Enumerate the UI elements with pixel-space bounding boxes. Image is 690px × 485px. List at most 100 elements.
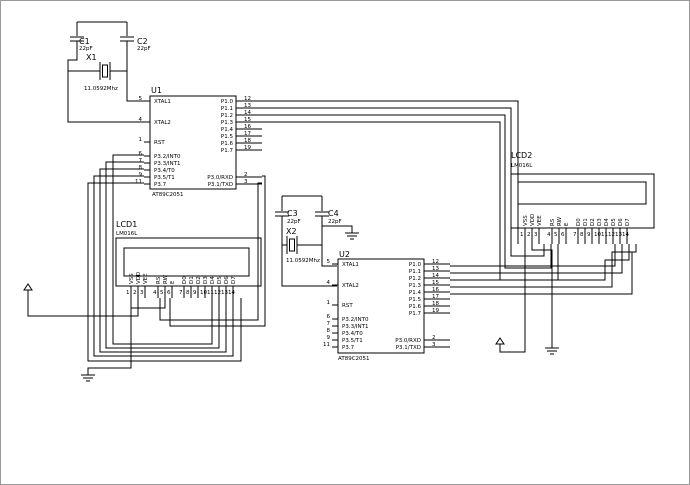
lcd1-pins-pin-num: 4 bbox=[153, 290, 157, 296]
u2-pin-label: XTAL1 bbox=[342, 262, 359, 268]
u1-pin-num: 4 bbox=[139, 117, 143, 123]
lcd2-body bbox=[510, 173, 655, 229]
crystal-circuit-2 bbox=[275, 195, 359, 287]
lcd1-part: LM016L bbox=[116, 231, 138, 237]
u2-pin-label: XTAL2 bbox=[342, 283, 359, 289]
u2-pin-num: 5 bbox=[327, 259, 331, 265]
lcd2-pins-pin-num: 12 bbox=[608, 232, 615, 238]
u2-part: AT89C2051 bbox=[338, 356, 370, 362]
lcd2-pins-pin-label: D3 bbox=[597, 218, 603, 226]
lcd2-pins-pin-num: 3 bbox=[534, 232, 538, 238]
lcd2-pins-pin-num: 1 bbox=[520, 232, 524, 238]
lcd2-pins: VSS1VDD2VEE3RS4RW5E6D07D18D29D310D411D51… bbox=[520, 214, 631, 244]
lcd1-pins-pin-num: 1 bbox=[126, 290, 130, 296]
lcd2-pins-pin-label: D0 bbox=[576, 218, 582, 226]
u1-pin-label: P3.5/T1 bbox=[154, 175, 175, 181]
u2-pin-label: RST bbox=[342, 303, 353, 309]
u2-pin-label: P3.2/INT0 bbox=[342, 317, 369, 323]
lcd1-pins-pin-label: D4 bbox=[210, 276, 216, 284]
u1-pin-num: 9 bbox=[139, 172, 143, 178]
lcd2-pins-pin-label: RW bbox=[557, 216, 563, 226]
lcd1-pins-pin-num: 8 bbox=[186, 290, 190, 296]
lcd1-pins-pin-label: D1 bbox=[189, 276, 195, 284]
u2-pin-num: 3 bbox=[432, 342, 436, 348]
u1-pin-label: P1.0 bbox=[221, 99, 234, 105]
lcd1-pins-pin-num: 5 bbox=[160, 290, 164, 296]
u1-pin-label: P1.3 bbox=[221, 120, 234, 126]
lcd2-part: LM016L bbox=[511, 163, 533, 169]
u1-pin-label: XTAL1 bbox=[154, 99, 171, 105]
u1-pin-label: P3.7 bbox=[154, 182, 167, 188]
lcd1-body bbox=[115, 237, 262, 287]
u1-pin-label: P3.3/INT1 bbox=[154, 161, 181, 167]
u2-pin-label: P3.1/TXD bbox=[396, 345, 421, 351]
lcd1-pins-pin-label: RW bbox=[163, 274, 169, 284]
lcd1-pins-pin-label: VDD bbox=[136, 272, 142, 284]
u2-pin-num: 15 bbox=[432, 280, 439, 286]
u2-pin-label: P1.0 bbox=[409, 262, 422, 268]
lcd1-pins-pin-label: D3 bbox=[203, 276, 209, 284]
lcd2-pins-pin-label: D5 bbox=[611, 218, 617, 226]
u1-pin-num: 15 bbox=[244, 117, 251, 123]
x1-ref: X1 bbox=[86, 53, 97, 62]
lcd2-pins-pin-label: D1 bbox=[583, 218, 589, 226]
u1-chip bbox=[149, 95, 237, 190]
c1-value: 22pF bbox=[79, 46, 93, 52]
u2-pin-num: 14 bbox=[432, 273, 439, 279]
c1-ref: C1 bbox=[79, 37, 90, 46]
lcd2-pins-pin-label: RS bbox=[550, 218, 556, 226]
lcd2-pins-pin-num: 13 bbox=[615, 232, 622, 238]
u2-pin-label: P1.3 bbox=[409, 283, 422, 289]
u2-pin-num: 6 bbox=[327, 314, 331, 320]
u1-pin-num: 3 bbox=[244, 179, 248, 185]
lcd2-pins-pin-num: 5 bbox=[554, 232, 558, 238]
u2-ref: U2 bbox=[339, 250, 350, 259]
lcd1-pins-pin-num: 3 bbox=[140, 290, 144, 296]
lcd1-pins-pin-num: 7 bbox=[179, 290, 183, 296]
u1-pin-num: 18 bbox=[244, 138, 251, 144]
u2-pin-num: 4 bbox=[327, 280, 331, 286]
u1-pin-label: XTAL2 bbox=[154, 120, 171, 126]
u1-pin-num: 19 bbox=[244, 145, 251, 151]
u2-pin-num: 19 bbox=[432, 308, 439, 314]
lcd2-pins-pin-num: 2 bbox=[527, 232, 531, 238]
u2-pin-label: P1.1 bbox=[409, 269, 421, 275]
lcd2-pins-pin-num: 14 bbox=[622, 232, 629, 238]
lcd1-pins-pin-num: 13 bbox=[221, 290, 228, 296]
crystal-circuit-1 bbox=[67, 21, 144, 123]
u2-pin-label: P3.7 bbox=[342, 345, 355, 351]
lcd1-pins-pin-label: D0 bbox=[182, 276, 188, 284]
u1-pin-label: P3.0/RXD bbox=[207, 175, 233, 181]
lcd2-pins-pin-label: D7 bbox=[625, 218, 631, 226]
u1-pin-label: P3.1/TXD bbox=[208, 182, 233, 188]
u2-right-pins: 12P1.013P1.114P1.215P1.316P1.417P1.518P1… bbox=[395, 259, 450, 351]
c4-value: 22pF bbox=[328, 219, 342, 225]
lcd2-pins-pin-num: 10 bbox=[594, 232, 601, 238]
c3-ref: C3 bbox=[287, 209, 298, 218]
lcd1-pins-pin-label: D6 bbox=[224, 276, 230, 284]
u2-pin-num: 12 bbox=[432, 259, 439, 265]
u1-pin-label: P1.4 bbox=[221, 127, 234, 133]
lcd1-pins-pin-label: D7 bbox=[231, 276, 237, 284]
u1-pin-label: P1.5 bbox=[221, 134, 234, 140]
u1-pin-num: 8 bbox=[139, 165, 143, 171]
u2-pin-label: P3.5/T1 bbox=[342, 338, 363, 344]
lcd2-pins-pin-label: D6 bbox=[618, 218, 624, 226]
u1-pin-num: 1 bbox=[139, 137, 143, 143]
lcd2-pins-pin-num: 4 bbox=[547, 232, 551, 238]
u2-pin-num: 7 bbox=[327, 321, 331, 327]
u2-pin-num: 8 bbox=[327, 328, 331, 334]
u2-pin-label: P1.5 bbox=[409, 297, 422, 303]
u2-pin-label: P1.4 bbox=[409, 290, 422, 296]
u2-pin-label: P1.6 bbox=[409, 304, 422, 310]
u1-ref: U1 bbox=[151, 86, 162, 95]
lcd2-pins-pin-label: VDD bbox=[530, 214, 536, 226]
lcd1-pins-pin-num: 9 bbox=[193, 290, 197, 296]
u2-pin-num: 2 bbox=[432, 335, 436, 341]
lcd2-pins-pin-label: D4 bbox=[604, 218, 610, 226]
lcd2-pins-pin-num: 7 bbox=[573, 232, 577, 238]
